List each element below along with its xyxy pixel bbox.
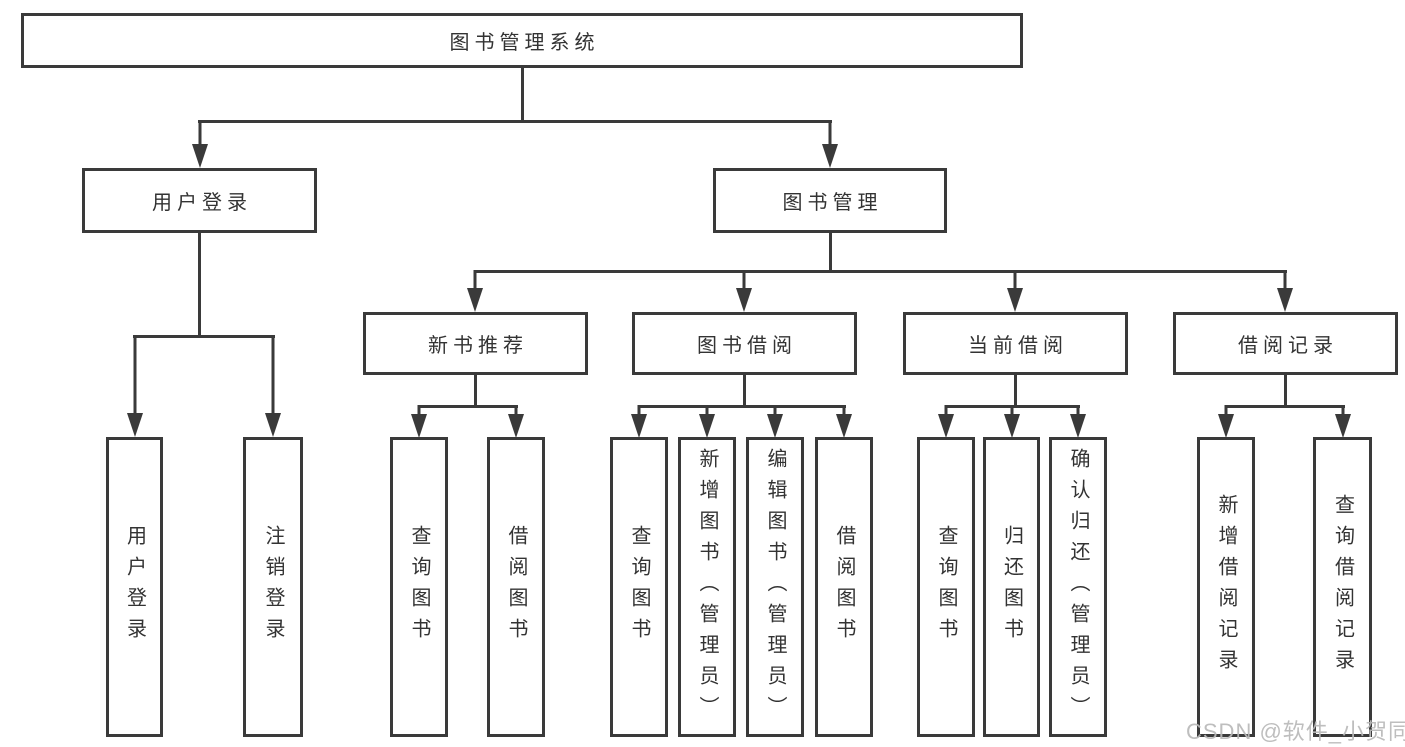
node-label: 用户登录 [123,525,146,649]
node-label: 查询图书 [935,525,957,649]
arrow-to-borrow-add [699,405,715,438]
arrow-to-current-return [1004,405,1020,438]
node-leaf-borrow-query-books: 查询图书 [610,437,668,737]
csdn-watermark: CSDN @软件_小贺同学 [1186,719,1405,744]
node-label: 借阅图书 [833,525,855,649]
arrow-to-borrow-lend [836,405,852,438]
node-leaf-confirm-return-admin: 确认归还（管理员） [1049,437,1107,737]
connector-login-stem [198,233,201,335]
node-leaf-borrow-lend-books: 借阅图书 [815,437,873,737]
node-leaf-current-query-books: 查询图书 [917,437,975,737]
connector-root-split [198,120,832,123]
connector-current-stem [1013,375,1017,405]
node-label: 归还图书 [1000,525,1023,649]
node-leaf-user-login: 用户登录 [106,437,163,737]
arrow-to-current-query [938,405,954,438]
arrow-to-book-borrowing [736,270,752,312]
arrow-to-current-confirm [1070,405,1086,438]
node-label: 图书管理系统 [449,32,600,54]
node-label: 查询借阅记录 [1331,494,1354,680]
connector-borrow-split [637,405,846,408]
node-book-management: 图书管理 [713,168,947,233]
node-label: 图书管理 [782,192,883,214]
arrow-to-current-borrowing [1007,270,1023,312]
arrow-to-record-query [1335,405,1351,438]
node-current-borrowing: 当前借阅 [903,312,1128,375]
connector-root-stem [520,68,524,120]
node-leaf-logout: 注销登录 [243,437,303,737]
node-leaf-newbook-query-books: 查询图书 [390,437,448,737]
node-label: 查询图书 [408,525,430,649]
arrow-to-new-book [467,270,483,312]
node-library-system: 图书管理系统 [21,13,1023,68]
node-leaf-add-books-admin: 新增图书（管理员） [678,437,736,737]
arrow-to-user-login [192,120,208,168]
arrow-to-borrowing-records [1277,270,1293,312]
node-label: 注销登录 [262,525,284,649]
node-new-book-recommend: 新书推荐 [363,312,588,375]
arrow-to-newbook-borrow [508,405,524,438]
connector-newbook-stem [473,375,477,405]
node-label: 当前借阅 [968,335,1068,357]
node-label: 用户登录 [152,192,252,214]
node-leaf-query-borrow-record: 查询借阅记录 [1313,437,1372,737]
node-label: 确认归还（管理员） [1067,447,1089,727]
node-label: 新增图书（管理员） [696,447,718,727]
node-label: 借阅图书 [505,525,527,649]
arrow-to-leaf-logout [265,335,281,437]
arrow-to-record-add [1218,405,1234,438]
arrow-to-newbook-query [411,405,427,438]
node-leaf-newbook-borrow-books: 借阅图书 [487,437,545,737]
node-label: 新增借阅记录 [1215,494,1237,680]
node-user-login: 用户登录 [82,168,317,233]
arrow-to-borrow-edit [767,405,783,438]
connector-mgmt-stem [828,233,832,270]
arrow-to-book-management [822,120,838,168]
node-label: 编辑图书（管理员） [764,447,786,727]
node-label: 查询图书 [628,525,650,649]
connector-record-stem [1283,375,1287,405]
node-label: 新书推荐 [428,335,528,357]
connector-mgmt-split [473,270,1287,273]
node-borrowing-records: 借阅记录 [1173,312,1398,375]
node-label: 借阅记录 [1238,335,1338,357]
arrow-to-borrow-query [631,405,647,438]
connector-borrow-stem [742,375,746,405]
connector-login-split [133,335,275,338]
connector-record-split [1224,405,1345,408]
node-book-borrowing: 图书借阅 [632,312,857,375]
node-leaf-add-borrow-record: 新增借阅记录 [1197,437,1255,737]
node-leaf-return-books: 归还图书 [983,437,1040,737]
arrow-to-leaf-user-login [127,335,143,437]
node-leaf-edit-books-admin: 编辑图书（管理员） [746,437,804,737]
connector-newbook-split [417,405,518,408]
node-label: 图书借阅 [697,335,797,357]
